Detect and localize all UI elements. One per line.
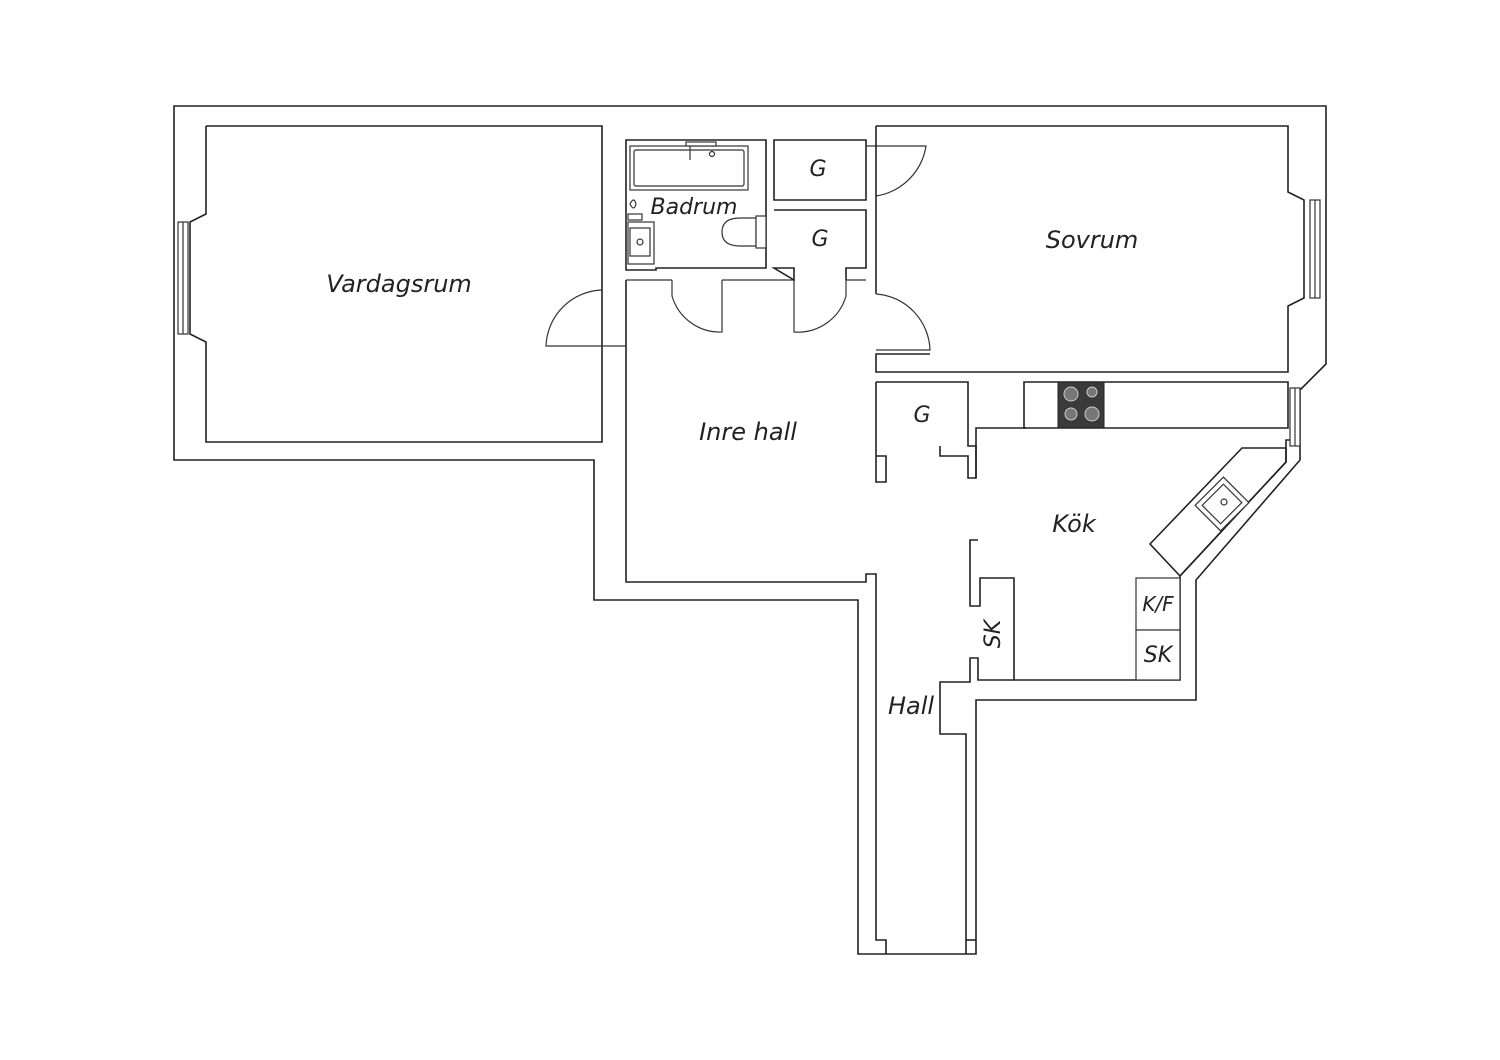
door-bathroom (671, 280, 723, 333)
room-label-inner-hall: Inre hall (699, 418, 797, 446)
room-label-closet-1: G (809, 157, 826, 182)
door-closet-2 (793, 280, 847, 333)
room-label-living-room: Vardagsrum (326, 270, 472, 298)
door-living-room (545, 289, 626, 347)
door-bedroom (875, 293, 931, 351)
label-cabinet-kitchen: SK (1144, 643, 1174, 668)
room-label-hall: Hall (888, 692, 934, 720)
kitchen-walls (875, 381, 1289, 681)
label-fridge-freezer: K/F (1142, 592, 1174, 616)
bedroom-walls (875, 125, 1305, 373)
closet-walls (771, 139, 927, 333)
room-label-bedroom: Sovrum (1046, 226, 1139, 254)
room-label-closet-2: G (811, 227, 828, 252)
toilet-icon (721, 217, 757, 247)
bathroom-walls (625, 139, 866, 333)
windows (177, 199, 1321, 447)
room-label-closet-3: G (913, 403, 930, 428)
outer-walls (173, 105, 1327, 955)
room-label-kitchen: Kök (1052, 510, 1097, 538)
room-label-bathroom: Badrum (651, 195, 738, 220)
label-cabinet-hall: SK (981, 618, 1006, 648)
stove-icon (1057, 381, 1105, 429)
